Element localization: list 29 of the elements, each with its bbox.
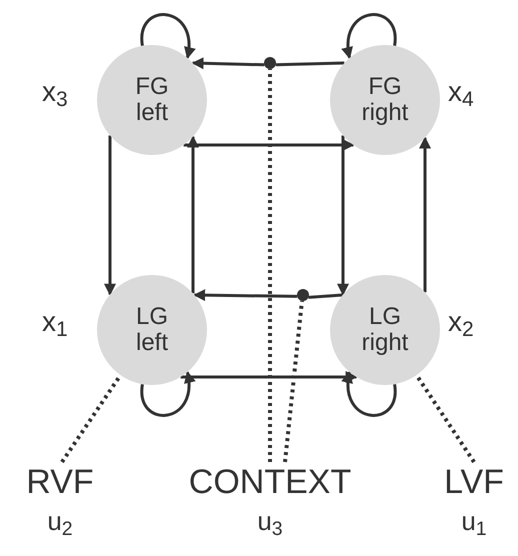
input-variable: u$_{1}$ bbox=[461, 506, 487, 536]
arrow bbox=[192, 57, 264, 70]
region-label: FG left bbox=[134, 74, 170, 126]
arrow bbox=[140, 13, 195, 60]
state-variable: x$_{2}$ bbox=[448, 308, 474, 336]
arrow bbox=[187, 136, 199, 294]
input-label: RVF bbox=[26, 462, 94, 502]
state-variable: x$_{3}$ bbox=[42, 78, 68, 106]
state-variable: x$_{1}$ bbox=[42, 308, 68, 336]
arrow bbox=[193, 289, 298, 302]
input-label: CONTEXT bbox=[188, 462, 352, 502]
region-label: LG left bbox=[134, 304, 169, 356]
input-label: LVF bbox=[444, 462, 504, 502]
arrow bbox=[180, 371, 358, 383]
region-label: LG right bbox=[360, 304, 410, 356]
region-label: FG right bbox=[360, 74, 410, 126]
arrow bbox=[419, 136, 431, 292]
arrow bbox=[337, 136, 349, 296]
dotted-line bbox=[414, 374, 476, 464]
dotted-line bbox=[283, 300, 304, 462]
arrow bbox=[342, 13, 397, 60]
arrow bbox=[140, 370, 195, 417]
arrow bbox=[342, 370, 397, 417]
input-variable: u$_{3}$ bbox=[257, 506, 283, 536]
arrow bbox=[184, 139, 355, 151]
arrow bbox=[104, 136, 116, 296]
state-variable: x$_{4}$ bbox=[448, 78, 474, 106]
dotted-line bbox=[268, 69, 272, 462]
input-variable: u$_{2}$ bbox=[47, 506, 73, 536]
